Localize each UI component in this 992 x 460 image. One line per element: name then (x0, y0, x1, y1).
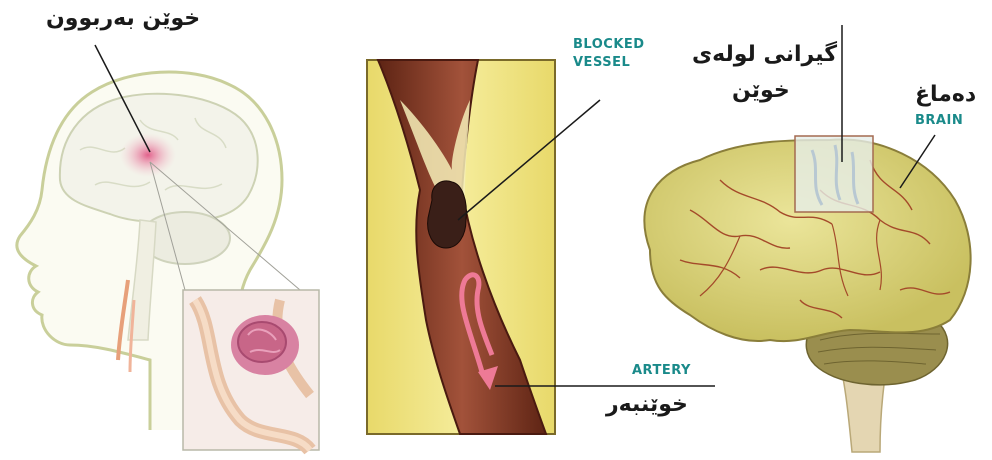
artery-label-ku: خوێنبەر (606, 394, 688, 416)
blockage-label-ku-line1: گیرانی لولەی (692, 44, 837, 66)
hemorrhage-inset (183, 290, 319, 450)
blood-clot (428, 181, 467, 248)
head-illustration (17, 45, 319, 450)
artery-label-en: ARTERY (632, 364, 691, 377)
brain-label-en: BRAIN (915, 114, 963, 127)
blocked-vessel-label-line2: VESSEL (573, 56, 630, 69)
hemorrhage-spot (120, 133, 176, 177)
blockage-label-ku-line2: خوێن (732, 80, 790, 102)
brain-label-ku: دەماغ (915, 84, 976, 106)
blocked-vessel-label-line1: BLOCKED (573, 38, 645, 51)
hemorrhage-label-ku: خوێن بەربوون (46, 8, 200, 30)
